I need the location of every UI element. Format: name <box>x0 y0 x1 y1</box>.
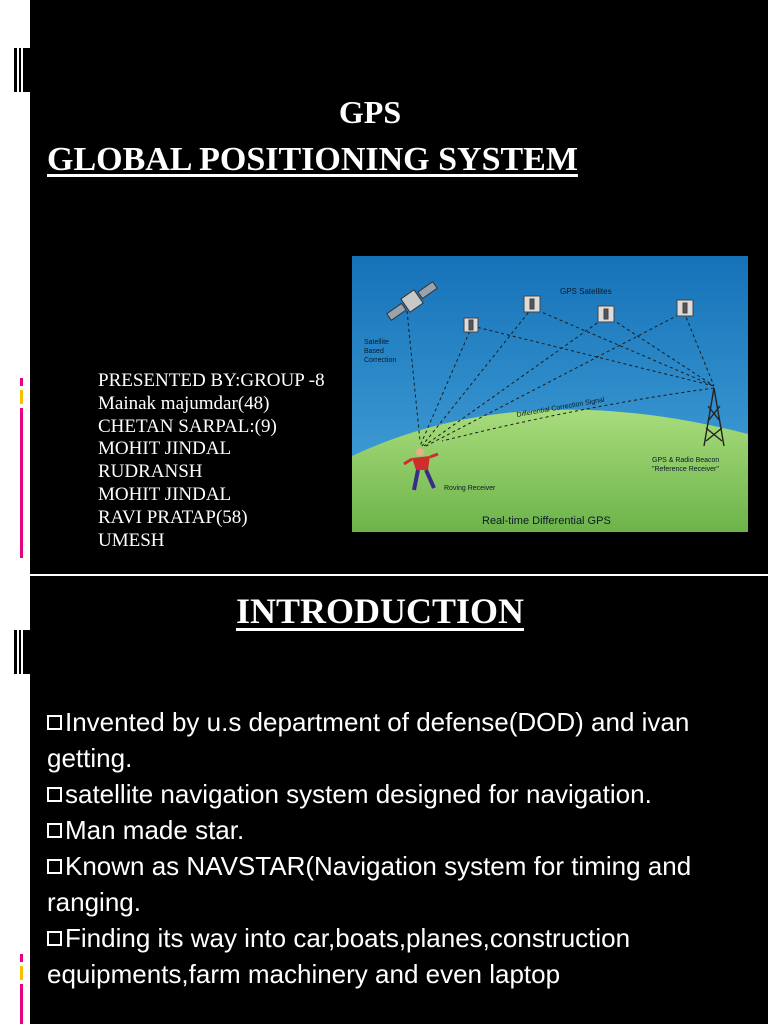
title-slide: GPS GLOBAL POSITIONING SYSTEM PRESENTED … <box>0 0 768 574</box>
checkbox-bullet-icon <box>47 931 62 946</box>
receiver-label: Roving Receiver <box>444 485 496 492</box>
slide-heading: INTRODUCTION <box>235 591 525 631</box>
bullet-text: Finding its way into car,boats,planes,co… <box>47 923 631 989</box>
presenter-line: PRESENTED BY:GROUP -8 <box>98 370 325 391</box>
roving-receiver-person-icon <box>403 448 439 491</box>
bullet-item: Invented by u.s department of defense(DO… <box>47 704 757 776</box>
satellite-icon <box>463 295 694 333</box>
bullet-text: Known as NAVSTAR(Navigation system for t… <box>47 851 692 917</box>
side-accent-icon <box>20 954 23 1024</box>
checkbox-bullet-icon <box>47 715 62 730</box>
bullet-item: Finding its way into car,boats,planes,co… <box>47 920 757 992</box>
slide-title-short: GPS <box>338 94 402 130</box>
bullet-item: Known as NAVSTAR(Navigation system for t… <box>47 848 757 920</box>
presenter-list: PRESENTED BY:GROUP -8 Mainak majumdar(48… <box>98 370 325 552</box>
correction-satellite-icon <box>386 280 438 322</box>
left-border-strip <box>0 0 30 574</box>
satellites-label: GPS Satellites <box>560 287 612 296</box>
side-accent-icon <box>20 378 23 558</box>
presenter-line: RAVI PRATAP(58) <box>98 506 248 528</box>
dgps-illustration: GPS Satellites Satellite Based Correctio… <box>352 256 748 532</box>
bullet-list: Invented by u.s department of defense(DO… <box>47 704 757 992</box>
bullet-text: Man made star. <box>65 815 245 845</box>
presenter-line: CHETAN SARPAL:(9) <box>98 415 277 437</box>
presenter-line: RUDRANSH <box>98 461 203 483</box>
correction-label: Based <box>364 348 384 355</box>
introduction-slide: INTRODUCTION Invented by u.s department … <box>0 576 768 1024</box>
beacon-label: "Reference Receiver" <box>652 466 719 473</box>
bullet-text: satellite navigation system designed for… <box>65 779 652 809</box>
presenter-line: MOHIT JINDAL <box>98 438 232 460</box>
presenter-line: Mainak majumdar(48) <box>98 392 270 414</box>
dgps-diagram: GPS Satellites Satellite Based Correctio… <box>352 256 748 532</box>
slide-title-full: GLOBAL POSITIONING SYSTEM <box>47 141 578 178</box>
presenter-line: MOHIT JINDAL <box>98 483 232 505</box>
checkbox-bullet-icon <box>47 859 62 874</box>
figure-caption: Real-time Differential GPS <box>482 515 611 527</box>
correction-label: Satellite <box>364 339 389 346</box>
correction-label: Correction <box>364 357 396 364</box>
beacon-label: GPS & Radio Beacon <box>652 457 719 464</box>
bullet-item: satellite navigation system designed for… <box>47 776 757 812</box>
bullet-text: Invented by u.s department of defense(DO… <box>47 707 690 773</box>
decorative-bars-icon <box>14 48 31 92</box>
bullet-item: Man made star. <box>47 812 757 848</box>
checkbox-bullet-icon <box>47 787 62 802</box>
decorative-bars-icon <box>14 630 31 674</box>
radio-tower-icon <box>703 387 725 447</box>
slide-separator <box>0 574 768 576</box>
checkbox-bullet-icon <box>47 823 62 838</box>
presenter-line: UMESH <box>98 529 165 551</box>
